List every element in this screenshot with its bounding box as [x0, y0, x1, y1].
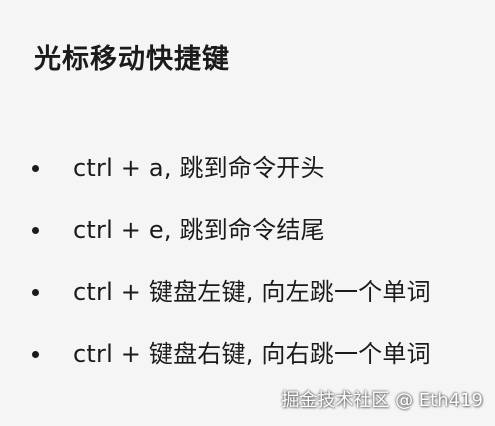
- bullet-item: ctrl + 键盘右键, 向右跳一个单词: [32, 336, 431, 372]
- bullet-text: ctrl + 键盘右键, 向右跳一个单词: [73, 340, 431, 368]
- bullet-icon: [32, 164, 39, 172]
- bullet-item: ctrl + 键盘左键, 向左跳一个单词: [32, 274, 431, 310]
- bullet-icon: [32, 288, 39, 296]
- watermark: 掘金技术社区 @ Eth419: [281, 390, 483, 411]
- bullet-text: ctrl + e, 跳到命令结尾: [73, 216, 325, 244]
- slide-title: 光标移动快捷键: [34, 44, 230, 75]
- bullet-icon: [32, 226, 39, 234]
- bullet-icon: [32, 350, 39, 358]
- bullet-text: ctrl + 键盘左键, 向左跳一个单词: [73, 278, 431, 306]
- bullet-item: ctrl + a, 跳到命令开头: [32, 150, 325, 186]
- bullet-item: ctrl + e, 跳到命令结尾: [32, 212, 325, 248]
- bullet-text: ctrl + a, 跳到命令开头: [73, 154, 325, 182]
